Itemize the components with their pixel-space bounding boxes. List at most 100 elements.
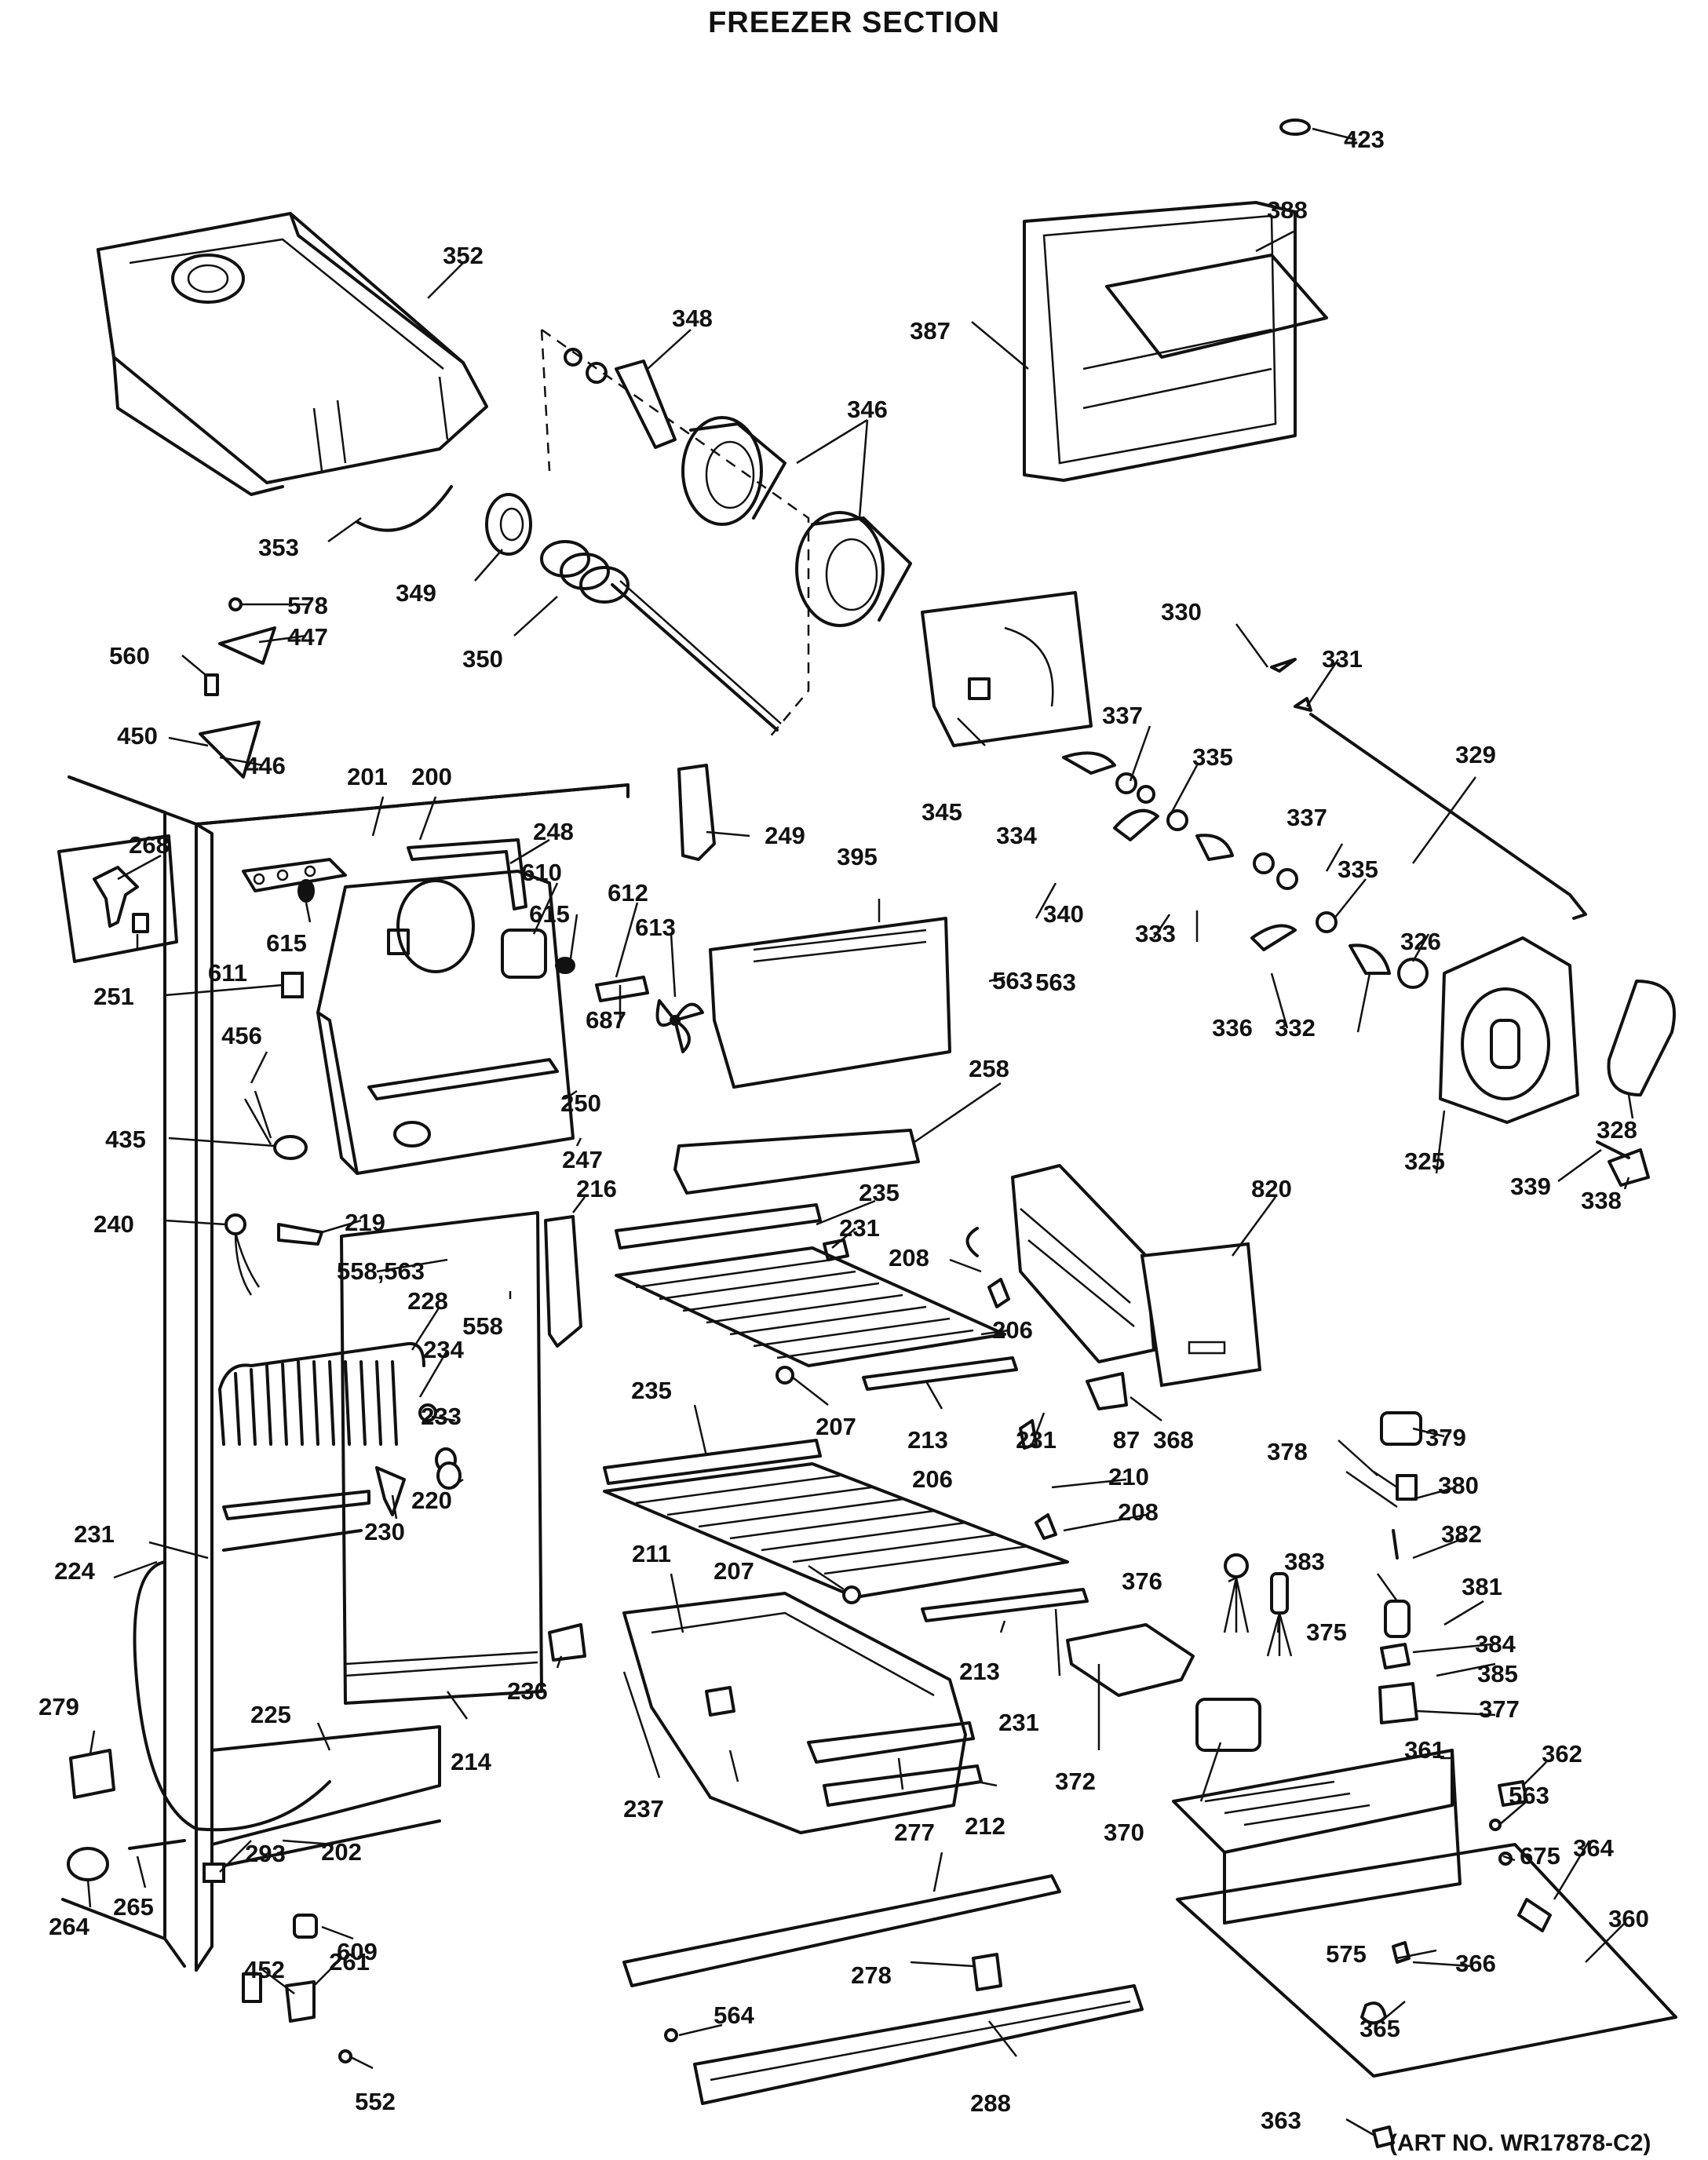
callout-label-219: 219 bbox=[345, 1209, 385, 1236]
callout-label-200: 200 bbox=[411, 763, 452, 790]
ring-part bbox=[356, 485, 453, 532]
callout-label-277: 277 bbox=[894, 1819, 935, 1846]
callout-label-452: 452 bbox=[244, 1956, 285, 1983]
callout-label-213: 213 bbox=[959, 1658, 1000, 1685]
bracket-part bbox=[242, 858, 347, 892]
ice-bin-part bbox=[622, 1592, 983, 1834]
callout-label-456: 456 bbox=[221, 1022, 262, 1049]
callout-label-575: 575 bbox=[1326, 1940, 1367, 1968]
callout-label-376: 376 bbox=[1122, 1567, 1162, 1595]
callout-label-264: 264 bbox=[49, 1913, 89, 1940]
callout-label-363: 363 bbox=[1261, 2107, 1301, 2134]
callout-label-225: 225 bbox=[250, 1701, 291, 1728]
callout-label-395: 395 bbox=[837, 843, 878, 870]
water-tube-part bbox=[133, 1560, 331, 1832]
toe-grille-part bbox=[693, 1984, 1144, 2105]
callout-label-610: 610 bbox=[521, 859, 562, 886]
switch-part bbox=[281, 972, 304, 998]
fan-blade-part bbox=[655, 999, 704, 1053]
callout-label-615: 615 bbox=[529, 900, 570, 928]
callout-label-687: 687 bbox=[586, 1006, 626, 1034]
callout-label-230: 230 bbox=[364, 1518, 405, 1545]
callout-label-268: 268 bbox=[129, 831, 170, 859]
callout-label-339: 339 bbox=[1510, 1173, 1551, 1200]
callout-label-612: 612 bbox=[608, 879, 648, 907]
callout-label-293: 293 bbox=[245, 1840, 286, 1867]
callout-label-387: 387 bbox=[910, 317, 951, 345]
callout-label-335: 335 bbox=[1338, 856, 1378, 883]
callout-label-563: 563 bbox=[1035, 969, 1076, 996]
callout-label-216: 216 bbox=[576, 1175, 617, 1202]
dispenser-motor-part bbox=[1397, 936, 1579, 1124]
callout-label-348: 348 bbox=[672, 305, 713, 332]
callout-label-247: 247 bbox=[562, 1146, 603, 1173]
callout-label-340: 340 bbox=[1043, 900, 1084, 928]
callout-label-675: 675 bbox=[1520, 1842, 1560, 1870]
callout-label-385: 385 bbox=[1477, 1660, 1518, 1688]
motor-plate-part bbox=[921, 591, 1093, 747]
callout-label-236: 236 bbox=[507, 1677, 548, 1705]
callout-label-208: 208 bbox=[1118, 1498, 1159, 1526]
callout-label-335: 335 bbox=[1192, 743, 1233, 771]
callout-label-368: 368 bbox=[1153, 1426, 1194, 1454]
art-number: (ART NO. WR17878-C2) bbox=[1389, 2130, 1651, 2156]
callout-label-278: 278 bbox=[851, 1961, 892, 1989]
callout-label-558: 558 bbox=[462, 1312, 503, 1340]
callout-label-233: 233 bbox=[421, 1403, 462, 1430]
callout-label-365: 365 bbox=[1359, 2015, 1400, 2042]
callout-label-552: 552 bbox=[355, 2088, 396, 2115]
callout-label-360: 360 bbox=[1608, 1905, 1649, 1932]
callout-label-240: 240 bbox=[93, 1210, 134, 1238]
callout-label-372: 372 bbox=[1055, 1768, 1096, 1795]
callout-label-578: 578 bbox=[287, 592, 328, 619]
callout-label-331: 331 bbox=[1322, 645, 1363, 673]
callout-label-563: 563 bbox=[1509, 1782, 1549, 1809]
auger-assembly bbox=[485, 328, 912, 739]
bracket-part bbox=[677, 764, 716, 861]
callout-label-87: 87 bbox=[1113, 1426, 1140, 1454]
callout-label-345: 345 bbox=[922, 798, 962, 826]
callout-label-237: 237 bbox=[623, 1795, 664, 1822]
callout-label-258: 258 bbox=[969, 1055, 1009, 1082]
callout-label-334: 334 bbox=[996, 822, 1037, 849]
evaporator-coil-part bbox=[218, 1211, 543, 1705]
evaporator-panel-part bbox=[709, 917, 951, 1089]
callout-label-207: 207 bbox=[713, 1557, 754, 1585]
callout-label-328: 328 bbox=[1597, 1116, 1637, 1144]
freezer-shelf-part bbox=[603, 1439, 1089, 1622]
callout-label-250: 250 bbox=[560, 1089, 601, 1117]
shelf-trim-part bbox=[673, 1129, 920, 1195]
callout-label-352: 352 bbox=[443, 242, 484, 269]
callout-label-370: 370 bbox=[1104, 1819, 1144, 1846]
callout-label-231: 231 bbox=[839, 1214, 880, 1242]
callout-label-384: 384 bbox=[1475, 1630, 1516, 1658]
callout-label-251: 251 bbox=[93, 983, 134, 1010]
rail-part bbox=[622, 1874, 1061, 1987]
callout-label-377: 377 bbox=[1479, 1695, 1520, 1723]
callout-label-234: 234 bbox=[423, 1336, 464, 1363]
callout-label-337: 337 bbox=[1286, 804, 1327, 831]
callout-label-224: 224 bbox=[54, 1557, 95, 1585]
callout-label-349: 349 bbox=[396, 579, 436, 607]
callout-label-563: 563 bbox=[992, 967, 1033, 994]
callout-label-208: 208 bbox=[889, 1244, 929, 1272]
callout-label-611: 611 bbox=[208, 959, 247, 987]
callout-label-231: 231 bbox=[74, 1520, 115, 1548]
callout-label-211: 211 bbox=[632, 1540, 671, 1567]
dispenser-door-part bbox=[1023, 201, 1328, 482]
callout-label-366: 366 bbox=[1455, 1950, 1496, 1977]
callout-label-231: 231 bbox=[1016, 1426, 1057, 1454]
callout-label-423: 423 bbox=[1344, 126, 1385, 153]
callout-label-378: 378 bbox=[1267, 1438, 1308, 1465]
callout-label-214: 214 bbox=[451, 1748, 491, 1775]
callout-label-279: 279 bbox=[38, 1693, 79, 1720]
callout-label-564: 564 bbox=[713, 2001, 754, 2029]
light-bulb-part bbox=[273, 1135, 308, 1160]
callout-label-447: 447 bbox=[287, 623, 328, 651]
callout-label-379: 379 bbox=[1425, 1424, 1466, 1451]
callout-label-206: 206 bbox=[992, 1316, 1033, 1344]
callout-label-560: 560 bbox=[109, 642, 150, 670]
callout-label-220: 220 bbox=[411, 1487, 452, 1514]
